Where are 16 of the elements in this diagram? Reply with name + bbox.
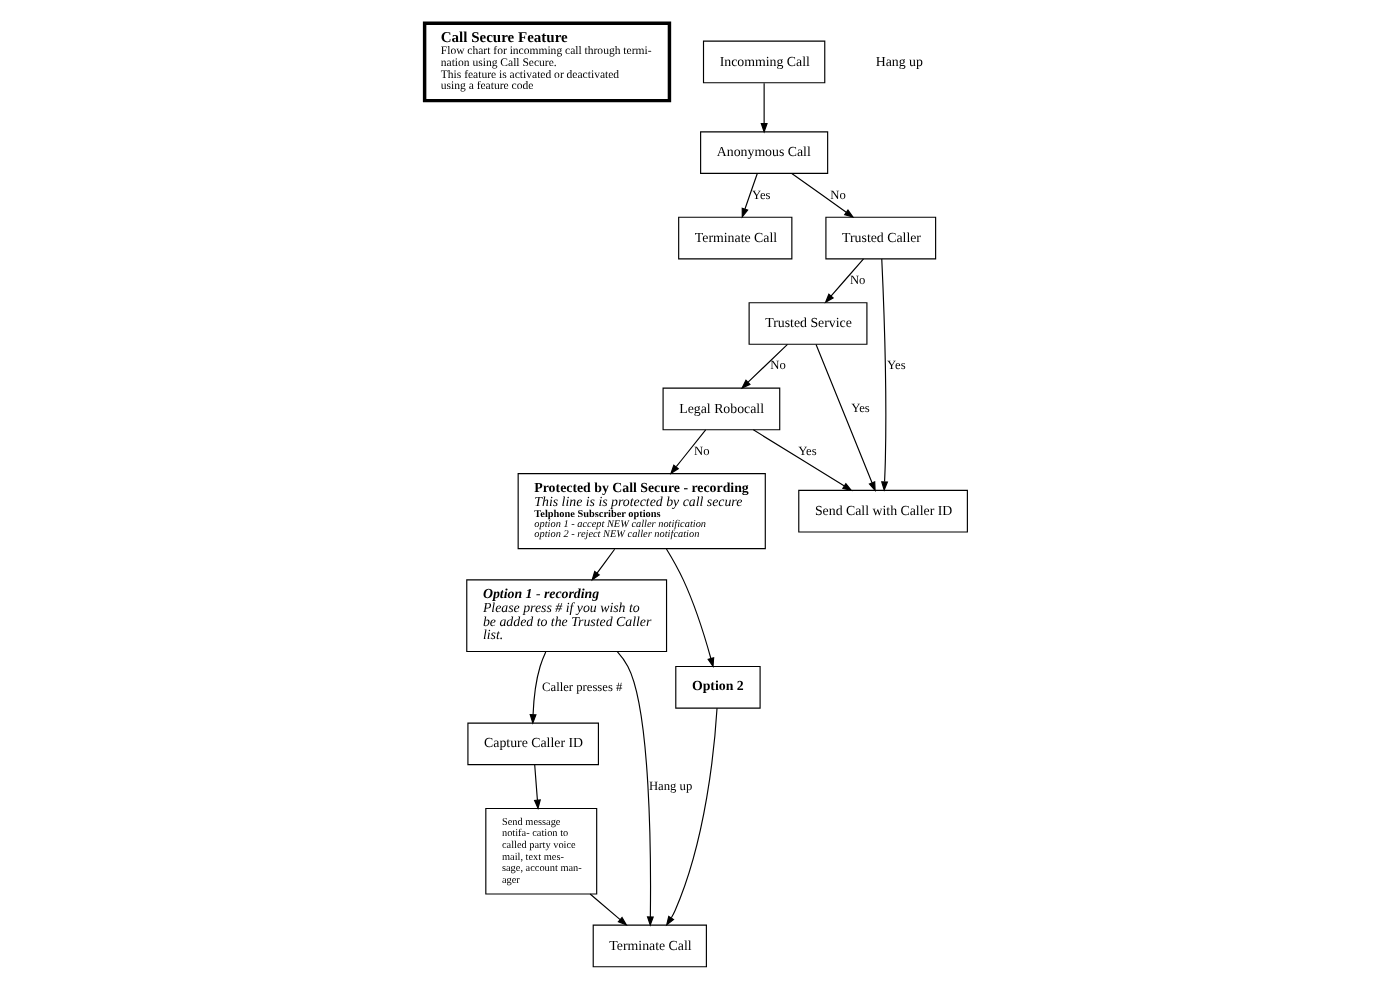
arrow: [739, 342, 788, 389]
arrow: [615, 650, 653, 926]
arrow: [588, 892, 627, 925]
arrow: [790, 171, 854, 218]
arrow: [590, 547, 615, 581]
arrow: [528, 650, 546, 724]
arrow: [879, 257, 888, 491]
arrow: [664, 547, 714, 668]
arrow: [740, 171, 757, 218]
arrow: [759, 81, 767, 133]
arrow: [664, 706, 717, 926]
arrow: [668, 428, 706, 474]
arrow: [532, 763, 540, 809]
arrow: [814, 342, 875, 491]
arrow: [823, 257, 864, 303]
arrow: [751, 428, 852, 491]
